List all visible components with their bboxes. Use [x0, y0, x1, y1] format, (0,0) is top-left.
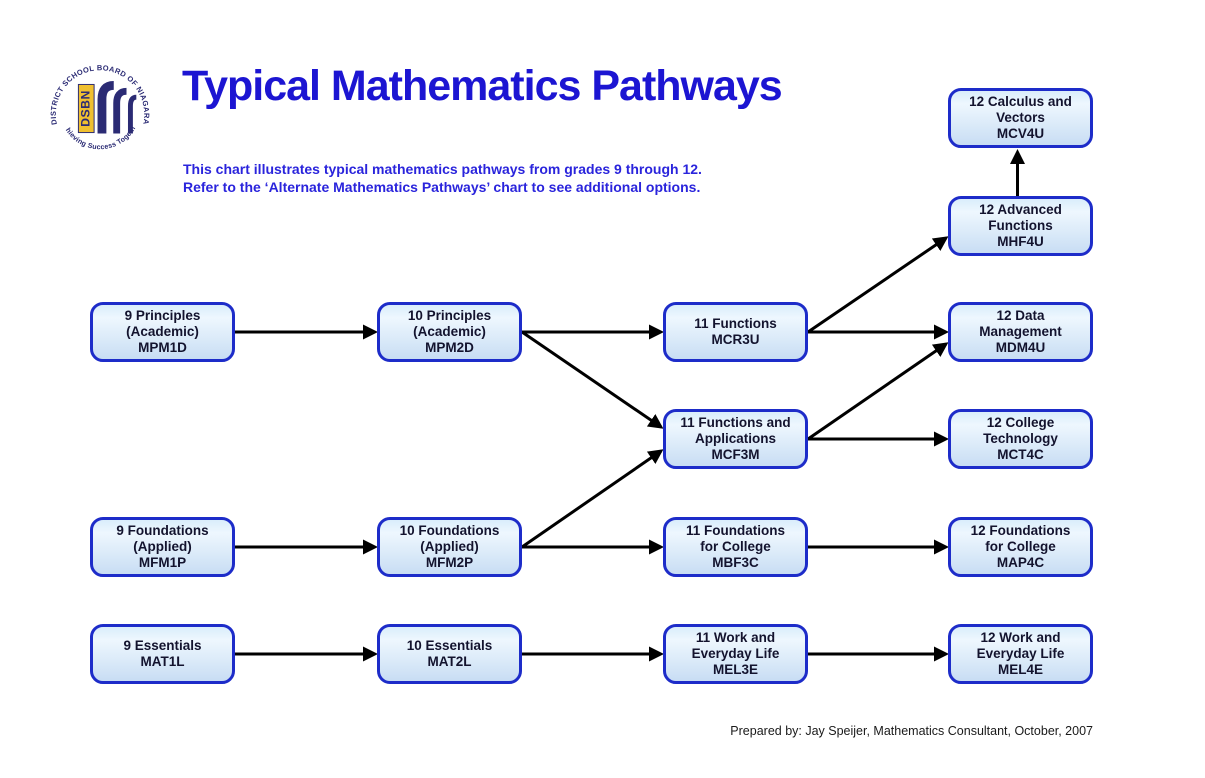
node-line: (Academic) [126, 324, 199, 339]
node-line: Technology [983, 431, 1058, 446]
node-line: MFM2P [425, 555, 474, 570]
node-line: 10 Essentials [406, 638, 493, 653]
node-line: MEL4E [997, 662, 1043, 677]
node-line: MPM1D [138, 340, 187, 355]
node-line: MFM1P [138, 555, 187, 570]
node-line: Vectors [996, 110, 1045, 125]
node-line: MBF3C [712, 555, 759, 570]
node-line: 9 Essentials [123, 638, 202, 653]
logo-acronym-block: DSBN [77, 83, 95, 134]
arrow-MPM2D-to-MCF3M [521, 330, 664, 429]
page-title: Typical Mathematics Pathways [182, 62, 783, 110]
node-line: 11 Functions [694, 316, 777, 331]
node-MFM2P: 10 Foundations(Applied)MFM2P [377, 517, 522, 577]
node-MPM1D: 9 Principles(Academic)MPM1D [90, 302, 235, 362]
subtitle-line-1: This chart illustrates typical mathemati… [183, 161, 702, 177]
node-line: 12 Foundations [970, 523, 1071, 538]
node-line: 9 Principles [124, 308, 201, 323]
node-line: 9 Foundations [116, 523, 209, 538]
node-line: 12 Calculus and [969, 94, 1072, 109]
node-line: MCV4U [996, 126, 1045, 141]
subtitle-line-2: Refer to the ‘Alternate Mathematics Path… [183, 179, 701, 195]
node-line: 12 Advanced [979, 202, 1062, 217]
node-line: 11 Functions and [680, 415, 791, 430]
node-line: for College [700, 539, 771, 554]
node-line: (Applied) [420, 539, 479, 554]
credit-line: Prepared by: Jay Speijer, Mathematics Co… [730, 724, 1093, 738]
node-line: MAT1L [140, 654, 185, 669]
node-line: Everyday Life [691, 646, 780, 661]
node-line: Applications [694, 431, 776, 446]
node-line: (Applied) [133, 539, 192, 554]
node-line: MAT2L [427, 654, 472, 669]
logo-acronym: DSBN [79, 90, 93, 127]
n-glyph-icon [97, 81, 137, 134]
node-line: Everyday Life [976, 646, 1065, 661]
subtitle: This chart illustrates typical mathemati… [183, 160, 702, 196]
node-line: MCR3U [711, 332, 760, 347]
node-line: 12 College [986, 415, 1055, 430]
node-line: for College [985, 539, 1056, 554]
node-line: MCF3M [711, 447, 760, 462]
arrow-MCF3M-to-MDM4U [807, 342, 949, 441]
node-line: 12 Data [996, 308, 1045, 323]
node-MPM2D: 10 Principles(Academic)MPM2D [377, 302, 522, 362]
dsbn-logo: DISTRICT SCHOOL BOARD OF NIAGARA Achievi… [46, 55, 151, 151]
node-line: 10 Principles [407, 308, 492, 323]
node-line: MEL3E [712, 662, 758, 677]
node-line: 10 Foundations [399, 523, 500, 538]
node-line: 11 Foundations [685, 523, 785, 538]
node-line: 12 Work and [980, 630, 1061, 645]
node-line: 11 Work and [695, 630, 776, 645]
node-line: MAP4C [996, 555, 1045, 570]
arrow-MCR3U-to-MHF4U [807, 236, 949, 334]
node-line: MDM4U [995, 340, 1046, 355]
node-line: MHF4U [997, 234, 1044, 249]
node-MFM1P: 9 Foundations(Applied)MFM1P [90, 517, 235, 577]
node-line: Management [979, 324, 1062, 339]
arrow-MFM2P-to-MCF3M [521, 449, 664, 549]
node-line: MPM2D [425, 340, 474, 355]
node-line: MCT4C [997, 447, 1044, 462]
node-line: Functions [988, 218, 1053, 233]
node-line: (Academic) [413, 324, 486, 339]
